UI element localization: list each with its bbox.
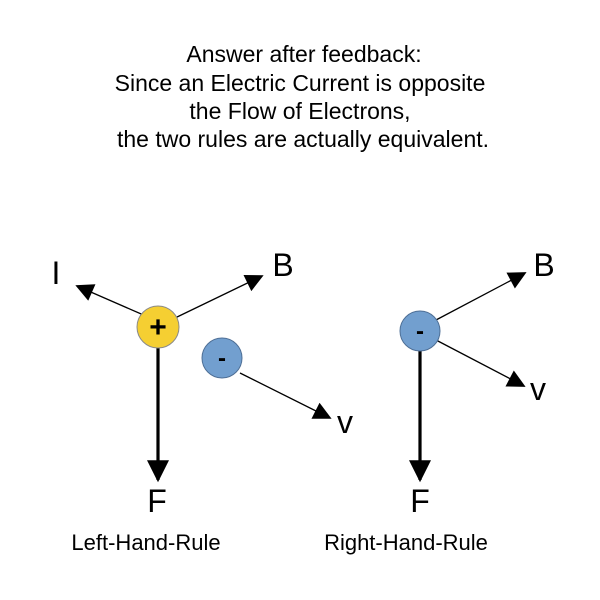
velocity-vector-arrow	[435, 339, 526, 387]
force-label: F	[147, 483, 167, 519]
force-label: F	[410, 483, 430, 519]
right-hand-rule: - B F v Right-Hand-Rule	[324, 247, 555, 555]
heading-line-3: the Flow of Electrons,	[189, 98, 410, 124]
current-label: I	[52, 255, 61, 291]
negative-charge-sign: -	[218, 345, 226, 372]
field-vector-arrow	[435, 272, 527, 321]
negative-charge	[201, 337, 243, 379]
left-hand-rule-caption: Left-Hand-Rule	[71, 530, 220, 555]
velocity-vector-arrow	[239, 372, 332, 419]
positive-charge	[136, 305, 180, 349]
field-label: B	[533, 247, 554, 283]
positive-charge-sign: +	[149, 311, 167, 344]
heading-line-4: the two rules are actually equivalent.	[117, 126, 489, 152]
heading: Answer after feedback: Since an Electric…	[115, 41, 489, 152]
right-hand-rule-caption: Right-Hand-Rule	[324, 530, 488, 555]
negative-charge-sign: -	[416, 318, 424, 345]
field-label: B	[272, 247, 293, 283]
velocity-label: v	[337, 404, 353, 440]
negative-charge	[399, 310, 441, 352]
left-hand-rule: + - I B F v Left-Hand-Rule	[52, 247, 353, 555]
heading-line-1: Answer after feedback:	[186, 41, 421, 67]
field-vector-arrow	[174, 274, 264, 319]
heading-line-2: Since an Electric Current is opposite	[115, 70, 486, 96]
velocity-label: v	[530, 371, 546, 407]
